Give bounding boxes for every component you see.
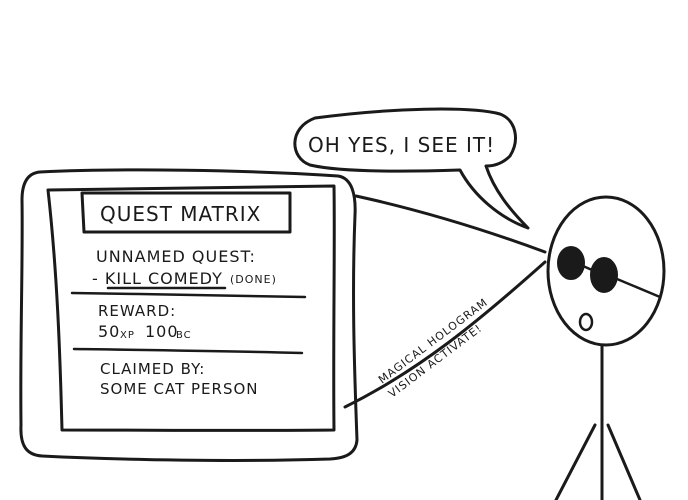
reward-xp-unit: XP — [120, 330, 135, 341]
quest-objective-status: (DONE) — [230, 273, 277, 286]
quest-panel-border — [46, 184, 336, 432]
stick-figure-arm-right — [606, 423, 642, 500]
reward-bc-unit: BC — [176, 330, 192, 341]
sunglasses-left-lens — [557, 246, 585, 280]
reward-bc-value: 100 — [145, 322, 179, 341]
hologram-outer-frame — [19, 168, 359, 462]
hologram-caption-line1: MAGICAL HOLOGRAM — [376, 296, 490, 387]
stick-figure-mouth — [578, 312, 594, 332]
claimed-value: SOME CAT PERSON — [100, 380, 259, 398]
speech-bubble — [293, 107, 530, 230]
quest-name: UNNAMED QUEST: — [96, 247, 256, 266]
quest-title: QUEST MATRIX — [100, 202, 261, 226]
divider-reward — [70, 291, 307, 299]
quest-objective: - KILL COMEDY — [92, 269, 223, 288]
stick-figure-arm-left — [554, 423, 597, 500]
speech-bubble-text: OH YES, I SEE IT! — [308, 133, 495, 157]
reward-label: REWARD: — [98, 302, 176, 320]
projection-line-bottom — [343, 260, 547, 409]
claimed-label: CLAIMED BY: — [100, 360, 205, 378]
stick-figure-head — [546, 195, 666, 347]
sunglasses-right-lens — [590, 257, 618, 293]
projection-line-top — [354, 194, 547, 254]
quest-title-box — [80, 191, 292, 234]
sunglasses-arm — [615, 277, 662, 299]
reward-xp-value: 50 — [98, 322, 120, 341]
sunglasses-bridge — [581, 264, 594, 272]
divider-claimed — [72, 347, 304, 355]
